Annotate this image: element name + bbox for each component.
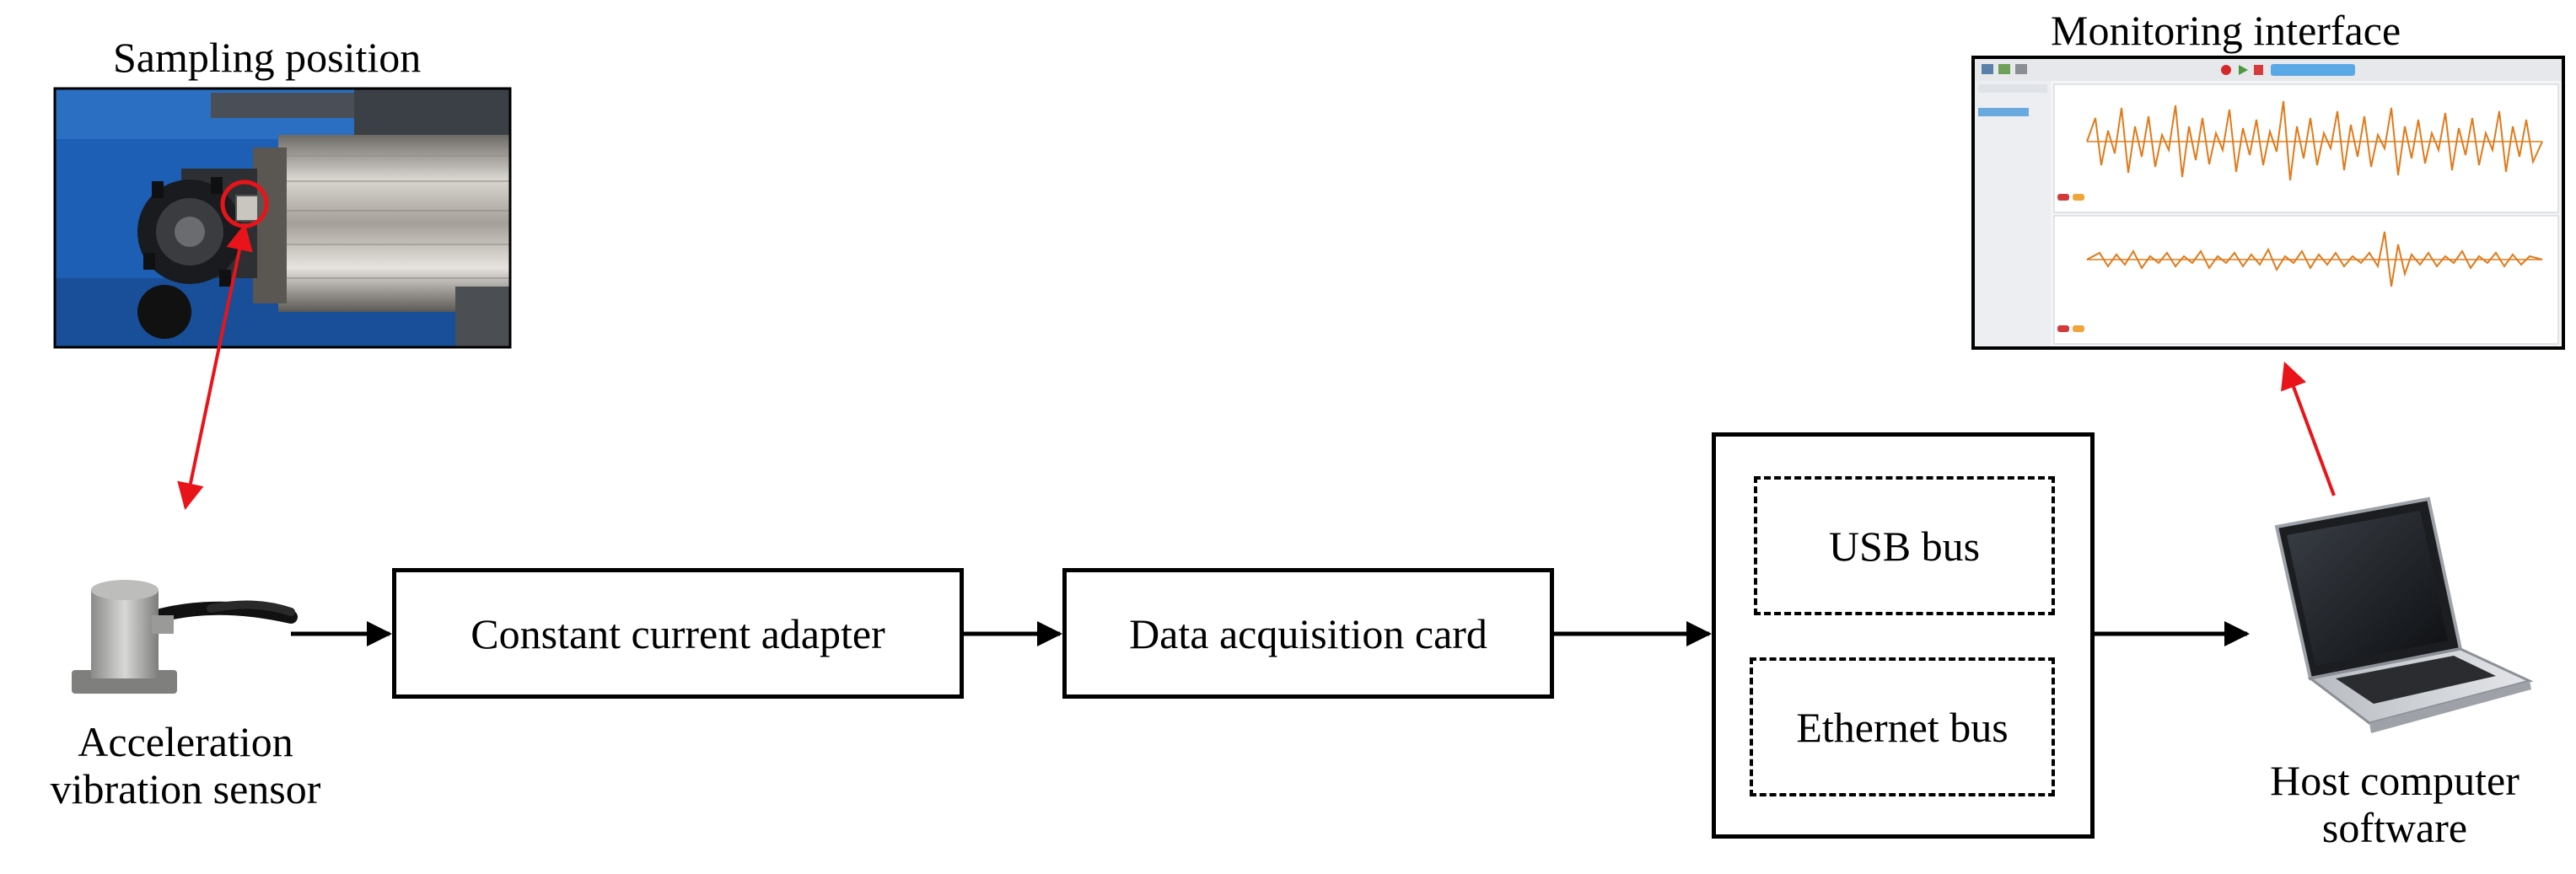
host-label-line2: software — [2321, 804, 2468, 851]
vibration-sensor-image — [72, 580, 298, 694]
daq-label: Data acquisition card — [1129, 609, 1487, 657]
sensor-label-line1: Acceleration — [78, 718, 293, 765]
bus-container-box — [1712, 432, 2095, 839]
usb-bus-box: USB bus — [1754, 476, 2055, 615]
host-label-line1: Host computer — [2270, 757, 2520, 804]
arrow-sampling-to-sensor — [177, 223, 253, 511]
sampling-position-label: Sampling position — [113, 34, 422, 81]
laptop-image — [2274, 496, 2534, 733]
monitoring-interface-screenshot — [1971, 56, 2565, 350]
monitoring-interface-label: Monitoring interface — [2051, 7, 2401, 54]
ethernet-bus-label: Ethernet bus — [1796, 703, 2009, 751]
adapter-label: Constant current adapter — [471, 609, 885, 657]
host-label: Host computer software — [2209, 757, 2576, 851]
ethernet-bus-box: Ethernet bus — [1750, 657, 2055, 796]
usb-bus-label: USB bus — [1828, 522, 1981, 570]
sensor-label-line2: vibration sensor — [50, 765, 321, 812]
data-acquisition-card-box: Data acquisition card — [1062, 568, 1554, 699]
sampling-position-photo — [53, 87, 512, 349]
arrow-host-to-monitor — [2281, 362, 2336, 496]
sensor-label: Acceleration vibration sensor — [0, 718, 371, 812]
constant-current-adapter-box: Constant current adapter — [392, 568, 964, 699]
red-link-arrows — [177, 223, 2336, 511]
